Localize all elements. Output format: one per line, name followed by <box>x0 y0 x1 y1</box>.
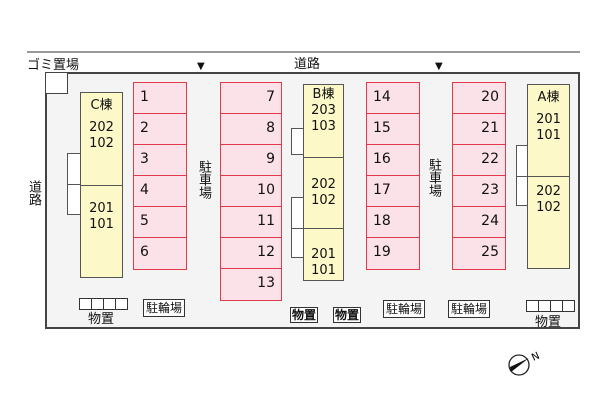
garbage-label: ゴミ置場 <box>27 58 80 73</box>
unit-label: 202 <box>311 177 336 192</box>
unit-label: 103 <box>311 119 336 134</box>
parking-space: 3 <box>134 145 186 176</box>
building-c: C棟 202 102 201 101 <box>80 92 123 278</box>
storage-units <box>526 300 575 312</box>
unit-label: 101 <box>89 217 114 232</box>
parking-space: 24 <box>453 207 505 238</box>
building-name: A棟 <box>537 90 560 105</box>
parking-space: 18 <box>367 207 419 238</box>
balcony <box>67 153 81 215</box>
building-name: C棟 <box>90 98 113 113</box>
parking-label: 駐車場 <box>196 160 211 199</box>
parking-space: 9 <box>221 145 281 176</box>
parking-space: 5 <box>134 207 186 238</box>
parking-space: 12 <box>221 238 281 269</box>
storage-label: 物置 <box>88 312 115 327</box>
parking-space: 16 <box>367 145 419 176</box>
unit-label: 203 <box>311 103 336 118</box>
parking-label: 駐車場 <box>426 158 441 197</box>
parking-space: 19 <box>373 244 391 260</box>
parking-space: 11 <box>221 207 281 238</box>
parking-space: 4 <box>134 176 186 207</box>
road-left-label: 道路 <box>26 180 41 206</box>
unit-label: 101 <box>536 128 561 143</box>
unit-label: 102 <box>311 193 336 208</box>
entrance-arrow: ▼ <box>435 61 443 72</box>
road-top-label: 道路 <box>294 57 321 72</box>
parking-space: 1 <box>134 83 186 114</box>
parking-space: 22 <box>453 145 505 176</box>
parking-space: 15 <box>367 114 419 145</box>
balcony <box>291 197 304 258</box>
parking-space: 21 <box>453 114 505 145</box>
unit-label: 202 <box>536 184 561 199</box>
parking-space: 7 <box>221 83 281 114</box>
parking-space: 14 <box>367 83 419 114</box>
compass-icon: N <box>508 351 542 376</box>
bike-parking: 駐輪場 <box>448 300 491 318</box>
parking-space: 2 <box>134 114 186 145</box>
parking-space: 25 <box>481 244 499 260</box>
parking-space: 8 <box>221 114 281 145</box>
parking-space: 6 <box>140 244 149 260</box>
building-b: B棟 203 103 202 102 201 101 <box>303 84 344 281</box>
balcony <box>291 128 304 155</box>
unit-label: 102 <box>536 200 561 215</box>
unit-label: 201 <box>89 201 114 216</box>
parking-space: 20 <box>453 83 505 114</box>
building-name: B棟 <box>312 87 335 102</box>
parking-space: 13 <box>257 275 275 291</box>
compass-north-label: N <box>530 351 541 364</box>
unit-label: 201 <box>311 247 336 262</box>
storage-label: 物置 <box>333 307 362 323</box>
storage-label: 物置 <box>290 307 319 323</box>
storage-label: 物置 <box>535 315 562 330</box>
bike-parking: 駐輪場 <box>143 299 186 317</box>
bike-parking: 駐輪場 <box>383 300 426 318</box>
building-a: A棟 201 101 202 102 <box>527 84 570 269</box>
road-line <box>27 51 580 53</box>
unit-label: 101 <box>311 263 336 278</box>
unit-label: 202 <box>89 120 114 135</box>
balcony <box>516 145 528 206</box>
parking-space: 17 <box>367 176 419 207</box>
parking-space: 23 <box>453 176 505 207</box>
unit-label: 102 <box>89 136 114 151</box>
parking-space: 10 <box>221 176 281 207</box>
storage-units <box>79 298 128 310</box>
unit-label: 201 <box>536 112 561 127</box>
entrance-arrow: ▼ <box>197 61 205 72</box>
garbage-area <box>45 72 68 94</box>
